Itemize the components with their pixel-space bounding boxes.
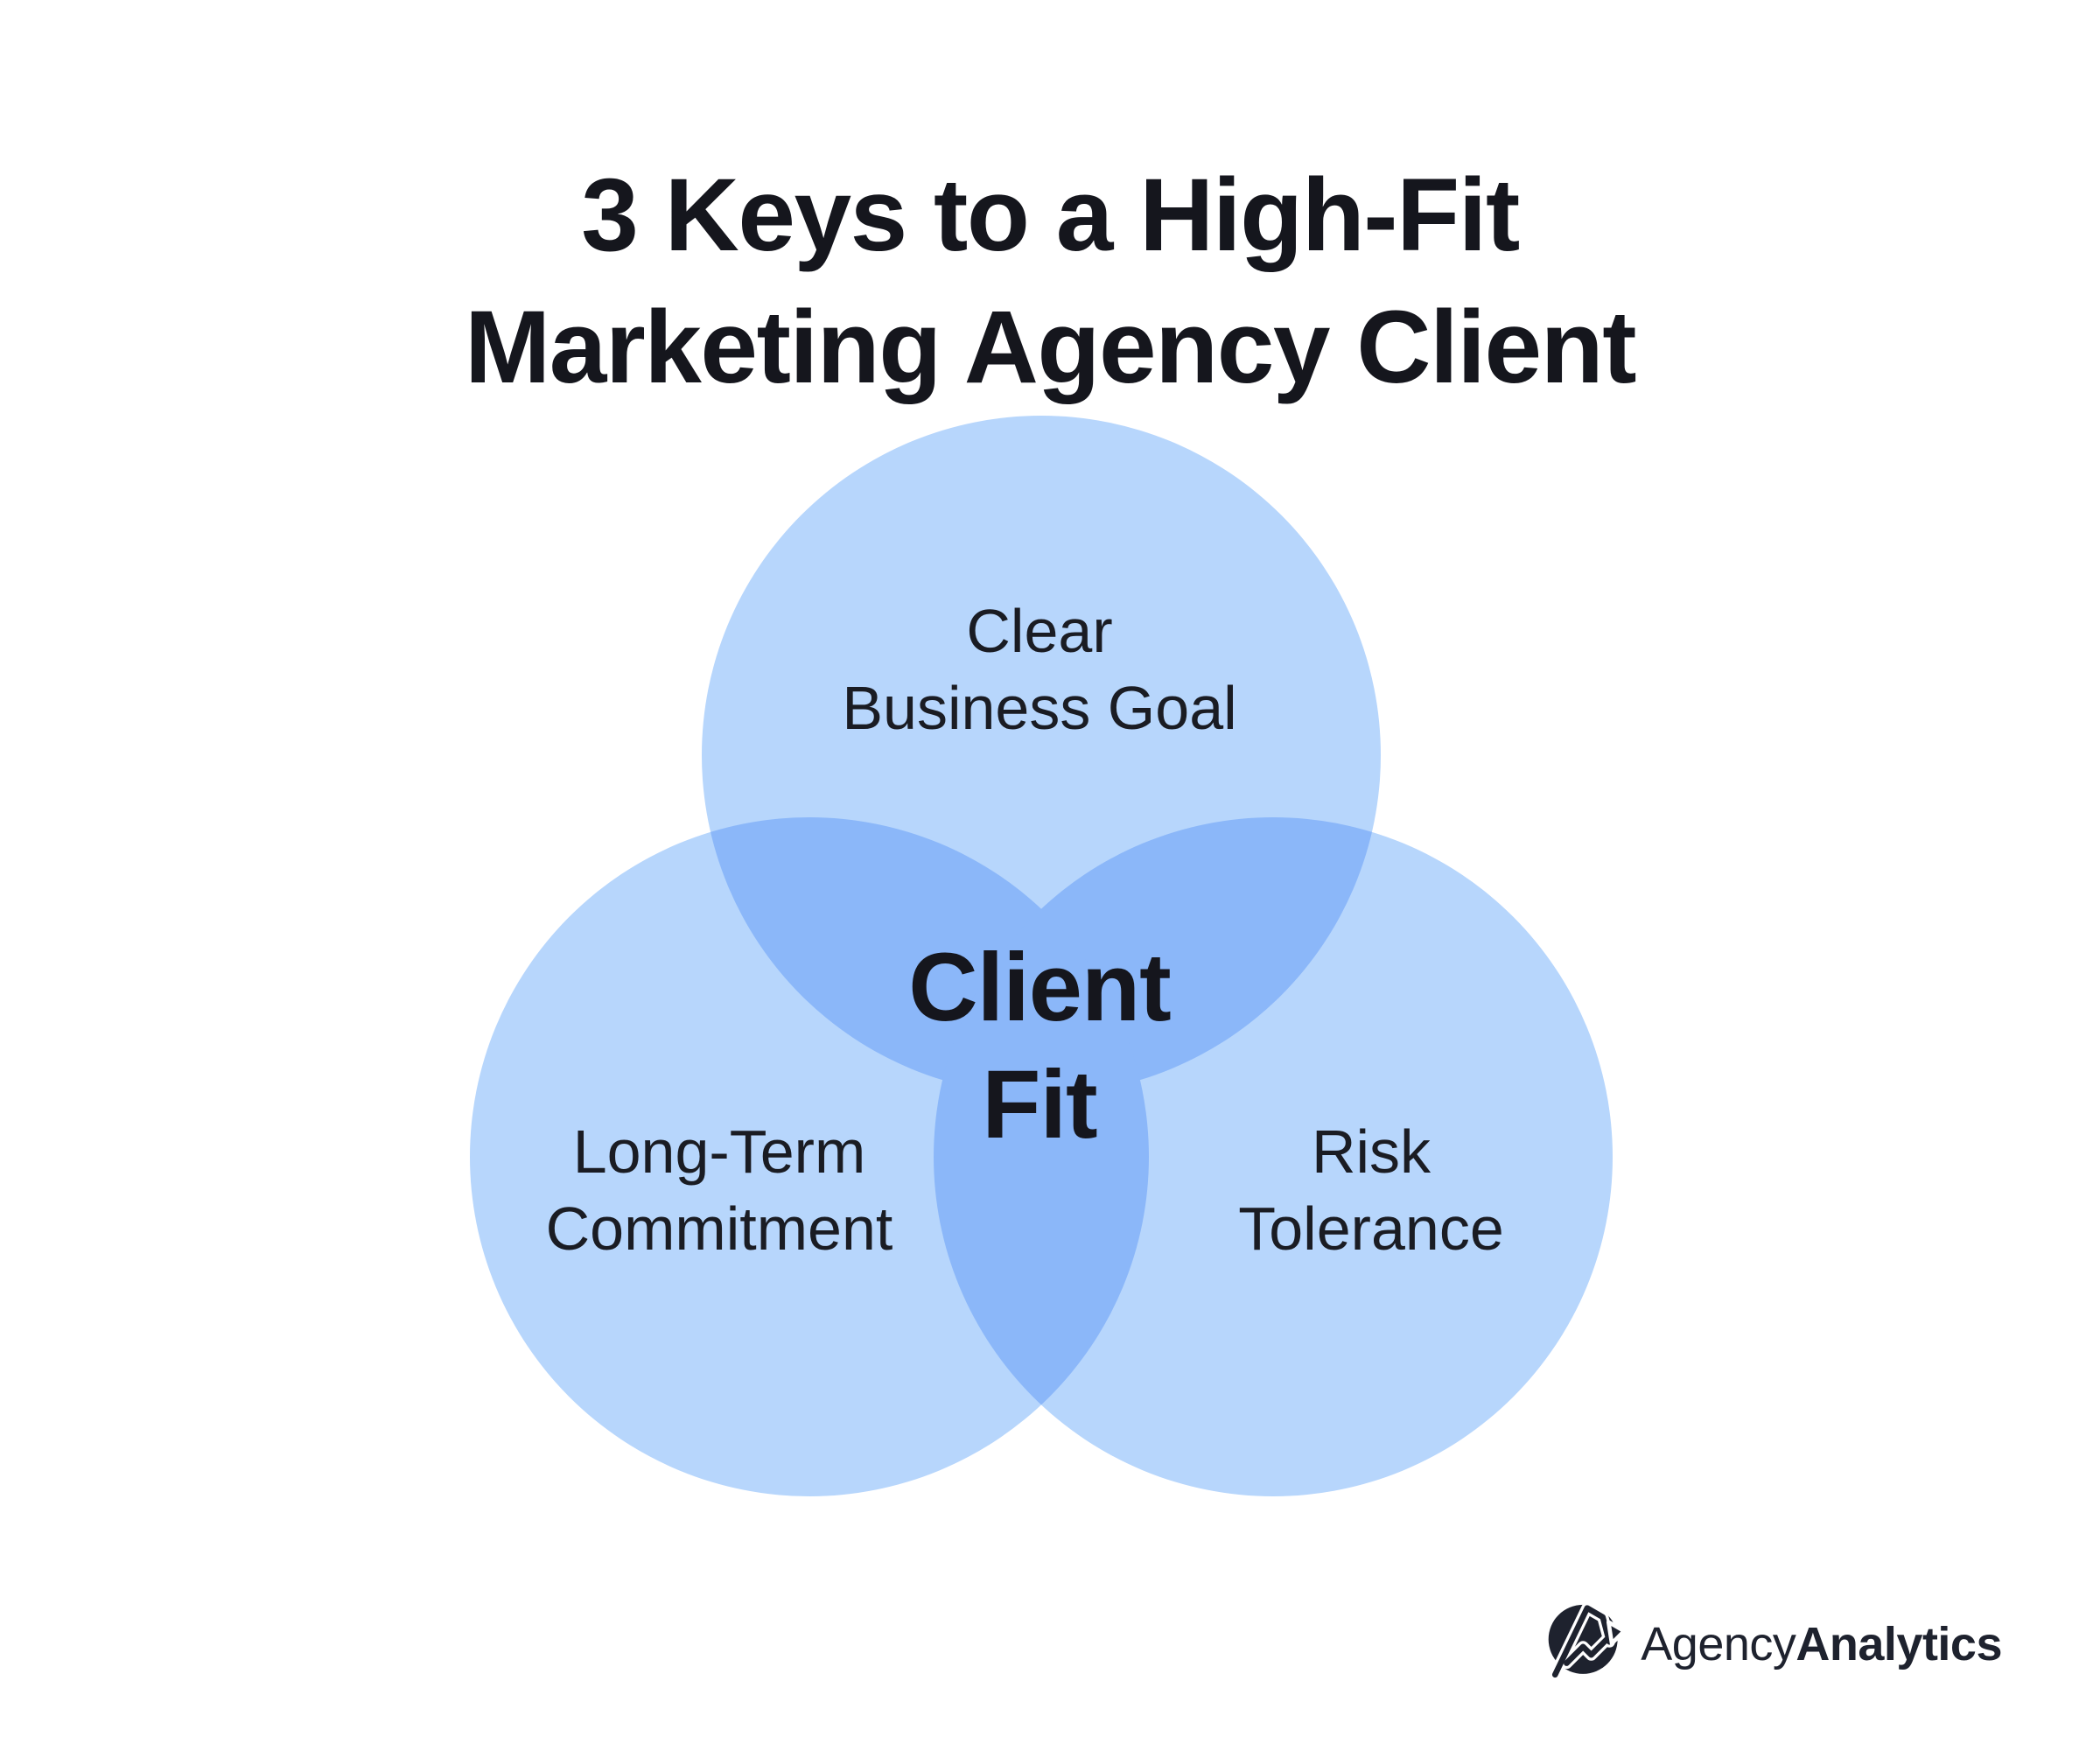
logo-wordmark-suffix: Analytics: [1796, 1618, 2002, 1670]
label-client-fit: Client Fit: [908, 933, 1172, 1159]
logo-wordmark: AgencyAnalytics: [1641, 1617, 2002, 1671]
page-title: 3 Keys to a High-Fit Marketing Agency Cl…: [464, 158, 1637, 406]
logo-icon-arrowhead: [1606, 1620, 1627, 1646]
agency-analytics-logo: AgencyAnalytics: [1544, 1603, 2002, 1685]
label-risk-tolerance: Risk Tolerance: [1238, 1117, 1504, 1263]
agency-analytics-logo-icon: [1548, 1603, 1627, 1681]
label-clear-business-goal: Clear Business Goal: [842, 596, 1237, 742]
venn-overlap-left-right: [934, 817, 1149, 1496]
logo-icon-a-stroke: [1552, 1605, 1614, 1678]
logo-wordmark-prefix: Agency: [1641, 1618, 1796, 1670]
label-long-term-commitment: Long-Term Commitment: [545, 1117, 893, 1263]
